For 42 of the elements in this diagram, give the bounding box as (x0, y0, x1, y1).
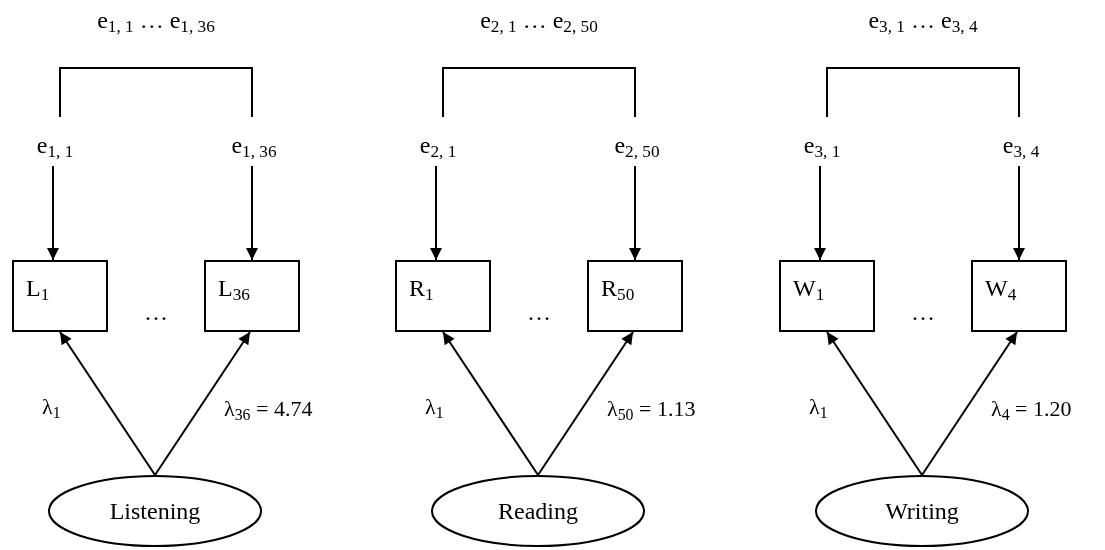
variable-name: W$_{1}$ (793, 276, 825, 300)
error-range: e$_{1, 1}$ … e$_{1, 36}$ (97, 8, 215, 32)
error-range: e$_{2, 1}$ … e$_{2, 50}$ (480, 8, 598, 32)
edge-label: λ$_{1}$ (425, 396, 444, 418)
edge-label: λ$_{1}$ (42, 396, 61, 418)
ellipsis: … (911, 300, 935, 324)
error-term: e$_{2, 50}$ (614, 133, 660, 157)
arrow (826, 331, 923, 476)
variable-name: R$_{1}$ (409, 276, 434, 300)
ellipsis: … (144, 300, 168, 324)
arrow (430, 165, 442, 261)
error-term: e$_{1, 36}$ (231, 133, 277, 157)
arrow (1013, 165, 1025, 261)
error-term: e$_{3, 1}$ (803, 133, 841, 157)
arrow (47, 165, 59, 261)
arrow (59, 331, 156, 476)
arrow (537, 331, 634, 476)
edge-label: λ$_{1}$ (809, 396, 828, 418)
arrow (246, 165, 258, 261)
factor-name: Writing (885, 499, 959, 523)
variable-box (12, 260, 108, 332)
variable-name: W$_{4}$ (985, 276, 1017, 300)
arrow (629, 165, 641, 261)
variable-box (779, 260, 875, 332)
factor-name: Reading (498, 499, 578, 523)
variable-box (395, 260, 491, 332)
error-term: e$_{3, 4}$ (1002, 133, 1040, 157)
arrow (921, 331, 1018, 476)
variable-name: L$_{36}$ (218, 276, 250, 300)
arrow (154, 331, 251, 476)
factor-name: Listening (109, 499, 201, 523)
error-term: e$_{2, 1}$ (419, 133, 457, 157)
variable-box (971, 260, 1067, 332)
error-range: e$_{3, 1}$ … e$_{3, 4}$ (868, 8, 978, 32)
variable-name: L$_{1}$ (26, 276, 50, 300)
variable-box (587, 260, 683, 332)
error-term: e$_{1, 1}$ (36, 133, 74, 157)
arrow (814, 165, 826, 261)
arrow (442, 331, 539, 476)
variable-name: R$_{50}$ (601, 276, 635, 300)
ellipsis: … (527, 300, 551, 324)
variable-box (204, 260, 300, 332)
